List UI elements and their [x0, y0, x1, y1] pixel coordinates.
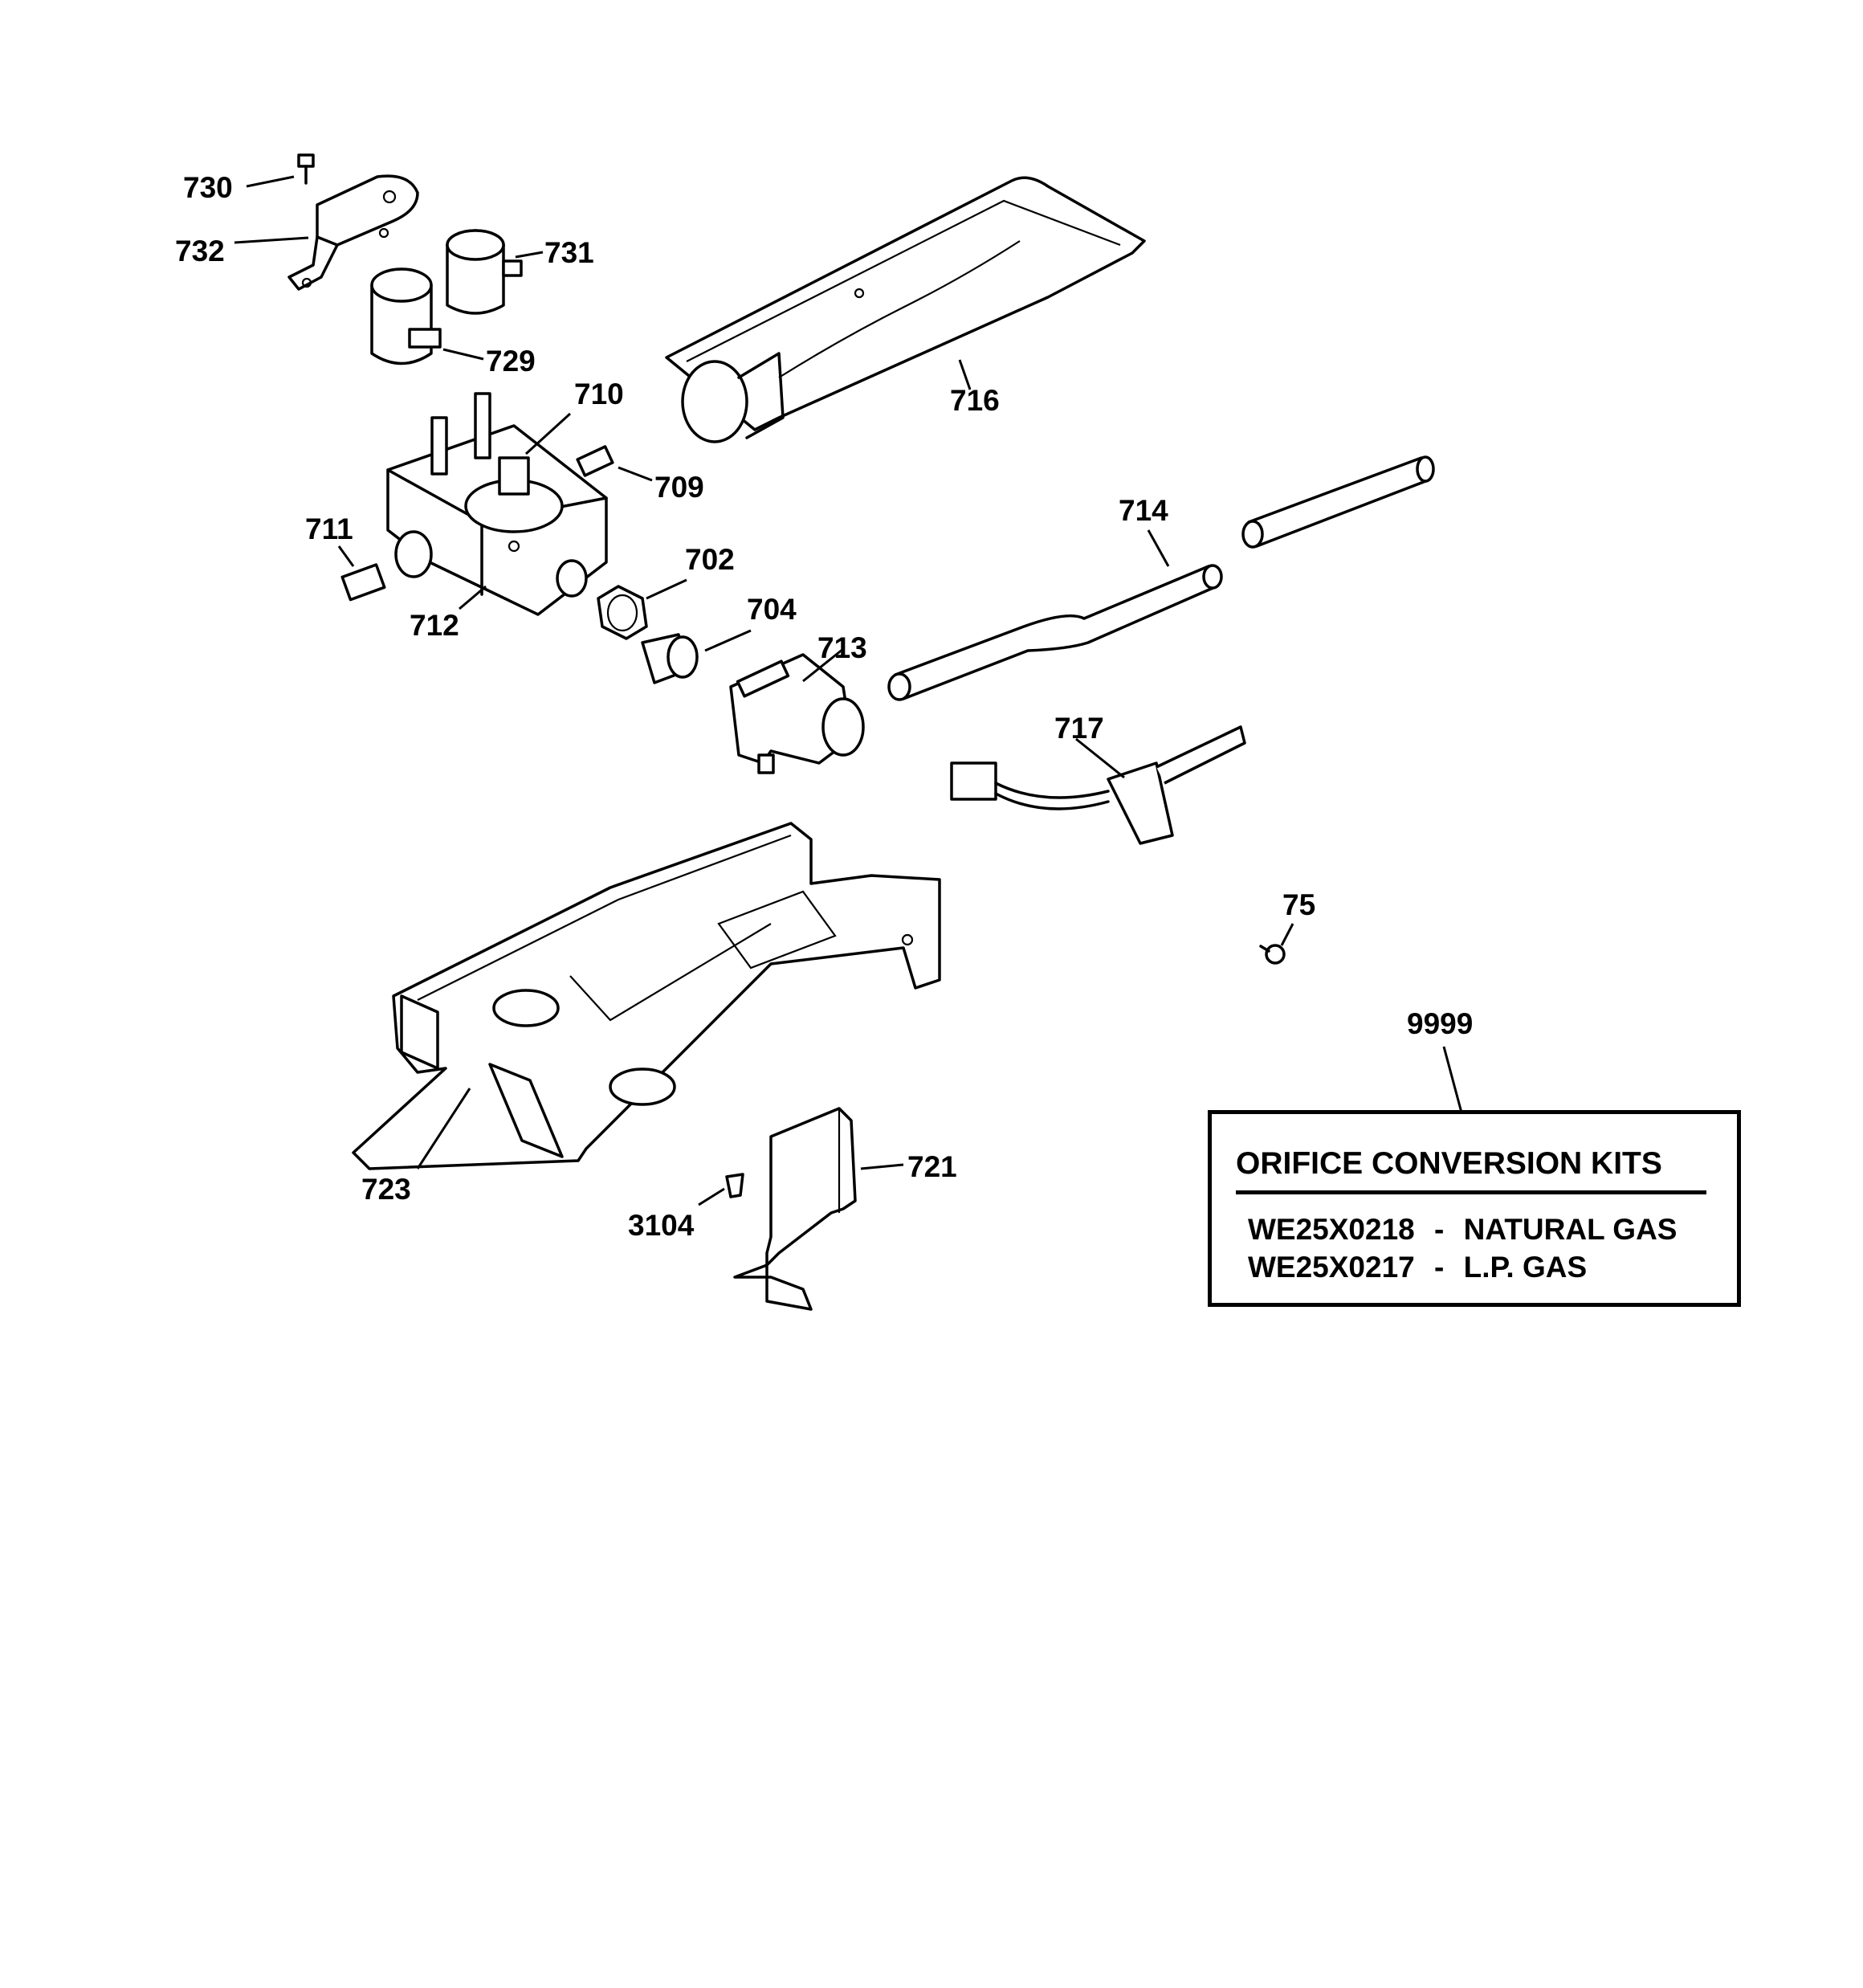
leader-711 [337, 545, 355, 567]
leader-717 [1075, 737, 1125, 779]
leader-729 [442, 348, 484, 361]
callout-709: 709 [654, 471, 704, 504]
callout-710: 710 [574, 378, 624, 410]
callout-717: 717 [1054, 712, 1104, 745]
leader-732 [234, 236, 309, 244]
leader-721 [860, 1163, 904, 1170]
part-716-burner [665, 176, 1146, 443]
part-704-orifice [641, 633, 699, 684]
callout-729: 729 [486, 345, 536, 378]
part-729-coil [370, 267, 442, 365]
leader-lines [234, 175, 1463, 1206]
part-710-valve [386, 392, 608, 616]
part-709-fitting [576, 445, 614, 477]
kit-box-title: ORIFICE CONVERSION KITS [1236, 1146, 1662, 1181]
callout-714: 714 [1119, 494, 1168, 527]
leader-9999 [1442, 1046, 1463, 1113]
callout-704: 704 [747, 593, 797, 626]
kit-description: NATURAL GAS [1463, 1213, 1678, 1246]
kit-row-lp-gas: WE25X0217 - L.P. GAS [1248, 1251, 1587, 1284]
kit-part-number: WE25X0217 [1248, 1251, 1415, 1284]
leader-709 [618, 466, 653, 482]
callout-730: 730 [183, 171, 233, 204]
kit-row-natural-gas: WE25X0218 - NATURAL GAS [1248, 1213, 1678, 1247]
callout-732: 732 [175, 235, 225, 267]
callout-716: 716 [950, 384, 1000, 417]
callout-3104: 3104 [628, 1209, 695, 1242]
part-721-shield [733, 1107, 857, 1311]
callout-711: 711 [305, 512, 353, 545]
callout-712: 712 [410, 609, 459, 642]
kit-separator: - [1434, 1251, 1445, 1284]
part-730-screw [297, 153, 315, 185]
part-702-nut [597, 585, 648, 640]
part-717-igniter [950, 725, 1246, 845]
leader-713 [802, 647, 844, 683]
leader-714 [1147, 529, 1170, 567]
leader-723 [416, 1088, 471, 1170]
callout-9999: 9999 [1407, 1007, 1474, 1040]
callout-731: 731 [544, 236, 594, 269]
leader-710 [524, 412, 572, 455]
leader-75 [1280, 923, 1294, 946]
leader-704 [704, 629, 752, 652]
kit-separator: - [1434, 1213, 1445, 1246]
callout-702: 702 [685, 543, 735, 576]
part-3104-screw [725, 1173, 744, 1198]
callout-723: 723 [361, 1173, 411, 1206]
kit-description: L.P. GAS [1463, 1251, 1588, 1284]
part-714-pipe [887, 455, 1435, 701]
leader-730 [246, 175, 295, 188]
part-732-bracket [287, 174, 419, 291]
part-711-plug [340, 563, 386, 602]
callout-721: 721 [907, 1150, 957, 1183]
callout-713: 713 [817, 631, 867, 664]
leader-716 [958, 359, 972, 390]
kit-part-number: WE25X0218 [1248, 1213, 1415, 1246]
orifice-kit-box: ORIFICE CONVERSION KITS WE25X0218 - NATU… [1208, 1110, 1741, 1307]
leader-3104 [698, 1187, 725, 1206]
callout-75: 75 [1282, 888, 1316, 921]
leader-702 [646, 578, 687, 600]
kit-box-divider [1236, 1190, 1706, 1194]
part-723-bracket [352, 822, 941, 1170]
part-713-shutoff [729, 653, 865, 774]
leader-731 [515, 251, 544, 259]
part-75-screw [1259, 944, 1286, 965]
leader-712 [459, 585, 487, 610]
part-731-coil [446, 229, 523, 315]
